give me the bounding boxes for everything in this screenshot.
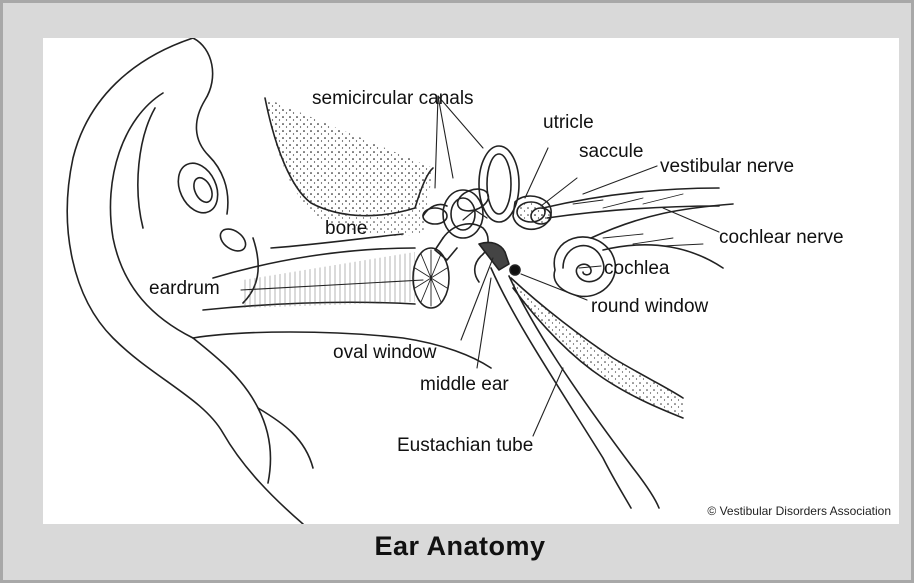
ear-anatomy-illustration: semicircular canals utricle saccule vest… (43, 38, 899, 524)
label-oval-window: oval window (333, 343, 437, 362)
ossicles (435, 210, 509, 282)
label-middle-ear: middle ear (420, 375, 509, 394)
copyright-notice: © Vestibular Disorders Association (707, 504, 891, 518)
label-semicircular-canals: semicircular canals (312, 89, 474, 108)
label-eustachian-tube: Eustachian tube (397, 436, 533, 455)
figure-caption: Ear Anatomy (3, 531, 914, 562)
nerves (543, 188, 733, 268)
label-eardrum: eardrum (149, 279, 220, 298)
label-cochlear-nerve: cochlear nerve (719, 228, 844, 247)
label-cochlea: cochlea (604, 259, 670, 278)
label-utricle: utricle (543, 113, 594, 132)
vestibule (513, 196, 551, 229)
label-saccule: saccule (579, 142, 643, 161)
cochlea-spiral (510, 237, 615, 296)
label-bone: bone (325, 219, 367, 238)
label-round-window: round window (591, 297, 708, 316)
label-vestibular-nerve: vestibular nerve (660, 157, 794, 176)
